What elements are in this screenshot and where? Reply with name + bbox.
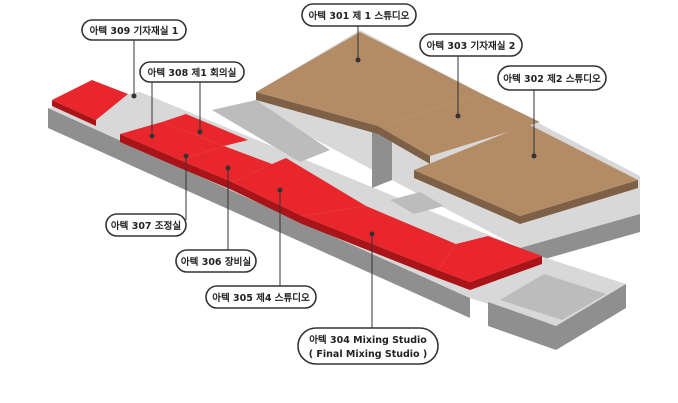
callouts: 아텍 309 기자재실 1 아텍 308 제1 회의실 아텍 301 제 1 스… [81, 3, 607, 365]
marker-307 [183, 153, 189, 159]
callout-304-label-line2: ( Final Mixing Studio ) [309, 349, 427, 360]
room-302-side-right [520, 180, 638, 224]
room-309-top [52, 80, 128, 120]
room-304-ext-side [438, 256, 542, 290]
marker-308 [197, 129, 203, 135]
callout-304-box [297, 327, 439, 365]
marker-301 [355, 57, 361, 63]
room-301-top [256, 32, 482, 126]
room-304-top [302, 206, 456, 270]
room-302-top [414, 124, 638, 216]
callout-308-label: 아텍 308 제1 회의실 [148, 67, 237, 79]
callout-306-box [175, 249, 257, 273]
room-303-side [378, 126, 430, 164]
marker-309 [131, 93, 137, 99]
room-305-top [232, 158, 366, 216]
callout-308-box [139, 61, 245, 83]
room-301-side [256, 92, 378, 134]
callout-305-label: 아텍 305 제4 스튜디오 [212, 292, 310, 304]
building-front-wall [48, 108, 470, 318]
callout-301-label: 아텍 301 제 1 스튜디오 [309, 10, 410, 22]
studio-blocks [256, 32, 638, 224]
room-305-side [232, 182, 302, 224]
callout-309-label: 아텍 309 기자재실 1 [90, 25, 179, 37]
annex-side-front [488, 302, 556, 350]
room-307-top [120, 122, 224, 160]
callout-305-box [205, 285, 317, 309]
marker-302 [531, 153, 537, 159]
callout-302-label: 아텍 302 제2 스튜디오 [503, 73, 601, 85]
room-304-ext-top [438, 236, 542, 282]
annex-inner-floor [500, 274, 606, 320]
marker-306 [225, 165, 231, 171]
red-rooms [52, 80, 542, 290]
annex-side-right [556, 284, 626, 350]
corridor-floor [212, 100, 330, 162]
callout-309-box [81, 19, 187, 41]
marker-303 [455, 113, 461, 119]
room-304-side [302, 216, 438, 278]
callout-303-box [419, 33, 523, 57]
room-309-side [52, 100, 96, 126]
room-302-side-front [414, 170, 520, 224]
right-wing-side-wall [520, 214, 640, 266]
callout-307-label: 아텍 307 조정실 [111, 220, 181, 232]
callout-307-box [105, 213, 187, 237]
room-303-top [378, 94, 540, 156]
callout-304-label-line1: 아텍 304 Mixing Studio [309, 334, 427, 346]
marker-308b [149, 133, 155, 139]
callout-303-label: 아텍 303 기자재실 2 [427, 40, 516, 52]
callout-301-box [301, 3, 417, 27]
marker-305 [277, 187, 283, 193]
inner-box [390, 192, 444, 214]
marker-304 [369, 231, 375, 237]
room-307-side [120, 134, 180, 168]
room-306-side [180, 160, 232, 190]
room-306-top [180, 146, 272, 182]
callout-302-box [497, 65, 607, 91]
callout-306-label: 아텍 306 장비실 [181, 256, 251, 268]
room-308-top [162, 114, 248, 146]
